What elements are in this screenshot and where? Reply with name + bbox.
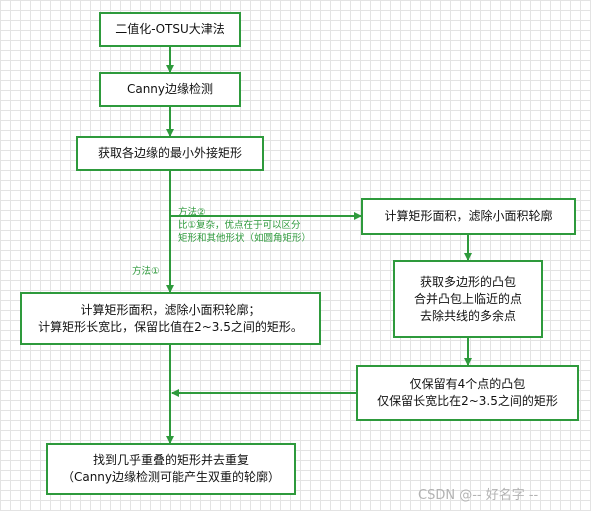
node-canny-label: Canny边缘检测 [126, 82, 214, 96]
node-keep-four-points-line-2: 仅保留长宽比在2~3.5之间的矩形 [377, 394, 558, 408]
edge-label-method1: 方法① [132, 266, 160, 277]
node-min-rect: 获取各边缘的最小外接矩形 [76, 136, 264, 171]
edge-label-method2-line-1: 比①复杂，优点在于可以区分 [178, 220, 301, 231]
node-binarize: 二值化-OTSU大津法 [99, 12, 241, 47]
node-convex-hull: 获取多边形的凸包 合并凸包上临近的点 去除共线的多余点 [393, 260, 543, 338]
node-filter-area-right-label: 计算矩形面积，滤除小面积轮廓 [384, 209, 553, 223]
node-filter-area-right: 计算矩形面积，滤除小面积轮廓 [361, 198, 576, 235]
node-filter-left-line-1: 计算矩形面积，滤除小面积轮廓； [80, 302, 261, 317]
node-keep-four-points-line-1: 仅保留有4个点的凸包 [409, 377, 526, 391]
edge-label-method2-title: 方法② [178, 207, 206, 218]
node-convex-hull-line-2: 合并凸包上临近的点 [413, 291, 522, 306]
node-filter-left: 计算矩形面积，滤除小面积轮廓； 计算矩形长宽比，保留比值在2~3.5之间的矩形。 [20, 292, 321, 345]
node-filter-left-line-2: 计算矩形长宽比，保留比值在2~3.5之间的矩形。 [38, 319, 303, 334]
node-convex-hull-line-1: 获取多边形的凸包 [419, 274, 516, 289]
node-min-rect-label: 获取各边缘的最小外接矩形 [97, 146, 242, 160]
node-dedupe-line-2: （Canny边缘检测可能产生双重的轮廓） [61, 470, 281, 484]
edge-label-method2: 方法② 比①复杂，优点在于可以区分 矩形和其他形状（如圆角矩形） [178, 206, 311, 245]
node-convex-hull-line-3: 去除共线的多余点 [419, 308, 516, 323]
node-dedupe: 找到几乎重叠的矩形并去重复 （Canny边缘检测可能产生双重的轮廓） [46, 443, 296, 495]
node-canny: Canny边缘检测 [99, 72, 241, 107]
node-binarize-label: 二值化-OTSU大津法 [115, 22, 225, 36]
edge-label-method2-line-2: 矩形和其他形状（如圆角矩形） [178, 233, 312, 244]
watermark: CSDN @-- 好名字 -- [418, 488, 539, 503]
node-keep-four-points: 仅保留有4个点的凸包 仅保留长宽比在2~3.5之间的矩形 [356, 365, 579, 421]
node-dedupe-line-1: 找到几乎重叠的矩形并去重复 [92, 453, 249, 467]
